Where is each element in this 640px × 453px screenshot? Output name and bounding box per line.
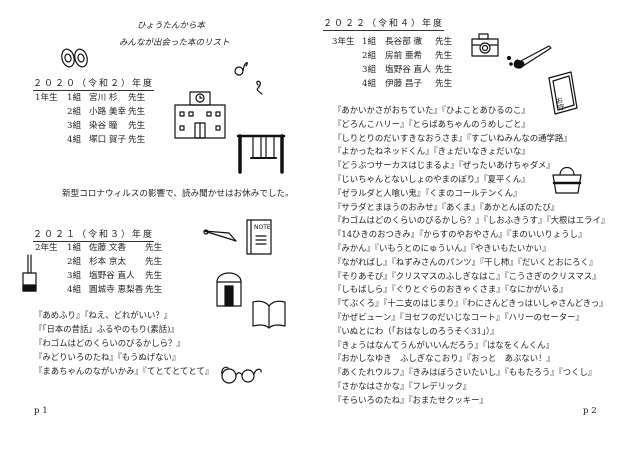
book-line: 『おかしなゆき ふしぎなこおり』『おっと あぶない！』: [333, 353, 555, 364]
class-label: 2組: [67, 107, 82, 117]
class-label: 2組: [67, 257, 82, 267]
teacher-name: 房前 亜希: [385, 51, 423, 61]
book-line: 『わゴムはどのくらいのびるかしら？』『しおふきうす』『大根はエライ』: [333, 215, 610, 226]
book-line: 『しもばしら』『ぐりとぐらのおきゃくさま』『なにかがいる』: [333, 284, 568, 295]
teacher-suffix: 先生: [145, 271, 163, 281]
calligraphy-brush-icon: [506, 45, 552, 69]
book-line: 『てぶくろ』『十二支のはじまり』『わにさんどきっはいしゃさんどきっ』: [333, 298, 608, 309]
teacher-name: 佐藤 文香: [89, 243, 127, 253]
book-line: 『14ひきのおつきみ』『からすのやおやさん』『まのいいりょうし』: [333, 229, 587, 240]
book-line: 『そらいろのたね』『おまたせクッキー』: [333, 394, 488, 405]
book-line: 『いぬとにわ（「おはなしのろうそく31」）』: [333, 325, 499, 336]
open-book-icon: [252, 300, 286, 329]
omamori-text: お守: [555, 96, 566, 113]
music-note-icon: [234, 61, 263, 95]
glasses-icon: [221, 366, 262, 384]
page-number: p 2: [583, 406, 597, 416]
book-line: 『しりとりのだいすきなおうさま』『すごいねみんなの通学路』: [333, 132, 572, 143]
book-line: 『あくたれウルフ』『きみはぼうさいたいし』『ももたろう』『つくし』: [333, 367, 597, 378]
teacher-suffix: 先生: [435, 79, 453, 89]
teacher-suffix: 先生: [128, 135, 146, 145]
notebook-icon: NOTE: [246, 219, 272, 255]
teacher-suffix: 先生: [435, 51, 453, 61]
teacher-suffix: 先生: [145, 243, 163, 253]
notebook-label: NOTE: [254, 224, 271, 231]
book-line: 『みかん』『いもうとのにゅういん』『やきいもたいかい』: [333, 243, 551, 253]
book-line: 『サラダとまほうのおみせ』『あくま』『あかとんぼのたび』: [333, 201, 560, 212]
teacher-name: 杉本 京太: [89, 257, 127, 267]
class-label: 1組: [362, 37, 377, 47]
teacher-name: 塩野谷 直人: [385, 65, 431, 75]
paint-brush-icon: [22, 254, 37, 292]
grade-label: 3年生: [332, 37, 355, 47]
teacher-name: 塚口 賀子: [89, 135, 127, 145]
teacher-suffix: 先生: [145, 257, 163, 267]
teacher-name: 宮川 杉: [89, 93, 118, 103]
teacher-suffix: 先生: [435, 65, 453, 75]
class-label: 4組: [67, 135, 82, 145]
book-line: 『よかったねネッドくん』『きょだいなきょだいな』: [333, 146, 530, 157]
tote-bag-icon: [552, 166, 582, 194]
book-line: 『わゴムはどのくらいのびるかしら？』: [34, 338, 185, 348]
book-line: 『ながればし』『ねずみさんのパンツ』『干し柿』『だいくとおにろく』: [333, 256, 598, 267]
teacher-name: 小路 美幸: [89, 107, 127, 117]
eraser-icon: [216, 272, 242, 307]
book-line: 『あめふり』『ねえ、どれがいい？』: [34, 310, 173, 320]
teacher-name: 塩野谷 直人: [89, 271, 135, 281]
class-label: 4組: [362, 79, 377, 89]
class-label: 3組: [362, 65, 377, 75]
book-line: 『みどりいろのたね』『もうぬげない』: [34, 352, 181, 362]
teacher-suffix: 先生: [128, 107, 146, 117]
teacher-name: 染谷 瞳: [89, 121, 118, 131]
book-line: 『じいちゃんとないしょのやまのぼり』『夏平くん』: [333, 174, 530, 184]
teacher-suffix: 先生: [435, 37, 453, 47]
shoes-icon: [61, 48, 88, 68]
teacher-suffix: 先生: [128, 121, 146, 131]
grade-label: 1年生: [35, 93, 58, 103]
book-line: 『「日本の昔話」ふるやのもり(素話)』: [34, 324, 179, 334]
book-line: 『まあちゃんのながいかみ』『てとてとてとて』: [34, 366, 214, 376]
book-line: 『ゼラルダと人喰い鬼』『くまのコールテンくん』: [333, 187, 522, 198]
class-label: 3組: [67, 121, 82, 131]
book-line: 『きょうはなんてうんがいいんだろう』『はなをくんくん』: [333, 339, 555, 350]
class-label: 4組: [67, 285, 82, 295]
year-2022-heading: ２０２２（令和４）年度: [323, 16, 445, 31]
class-label: 2組: [362, 51, 377, 61]
teacher-suffix: 先生: [128, 93, 146, 103]
class-label: 3組: [67, 271, 82, 281]
camera-icon: [471, 33, 499, 57]
class-label: 1組: [67, 93, 82, 103]
swing-icon: [236, 134, 286, 174]
teacher-name: 伊藤 昌子: [385, 79, 423, 89]
teacher-name: 圓城寺 恵梨香: [89, 285, 144, 295]
book-line: 『かぜビューン』『ヨセフのだいじなコート』『ハリーのセーター』: [333, 312, 584, 322]
teacher-name: 長谷部 徹: [385, 37, 423, 47]
covid-note: 新型コロナウィルスの影響で、読み聞かせはお休みでした。: [62, 189, 294, 199]
page-subtitle: みんなが出会った本のリスト: [119, 38, 230, 48]
page-title: ひょうたんから本: [137, 21, 206, 31]
grade-label: 2年生: [35, 243, 58, 253]
year-2021-heading: ２０２１（令和３）年度: [33, 227, 155, 242]
omamori-charm-icon: お守: [548, 71, 578, 115]
teacher-suffix: 先生: [145, 285, 163, 295]
book-line: 『そりあそび』『クリスマスのふしぎなはこ』『こうさぎのクリスマス』: [333, 270, 601, 281]
school-building-icon: [174, 91, 226, 139]
book-line: 『どうぶつサーカスはじまるよ』『ぜったいあけちゃダメ』: [333, 160, 555, 171]
class-label: 1組: [67, 243, 82, 253]
pencil-icon: [203, 229, 237, 242]
year-2020-heading: ２０２０（令和２）年度: [33, 76, 155, 91]
book-line: 『あかいかさがおちていた』『ひよことあひるのこ』: [333, 105, 530, 115]
page-number: p 1: [34, 406, 48, 416]
book-line: 『さかなはさかな』『フレデリック』: [333, 381, 472, 391]
book-line: 『どろんこハリー』『とらばあちゃんのうめしごと』: [333, 118, 530, 129]
